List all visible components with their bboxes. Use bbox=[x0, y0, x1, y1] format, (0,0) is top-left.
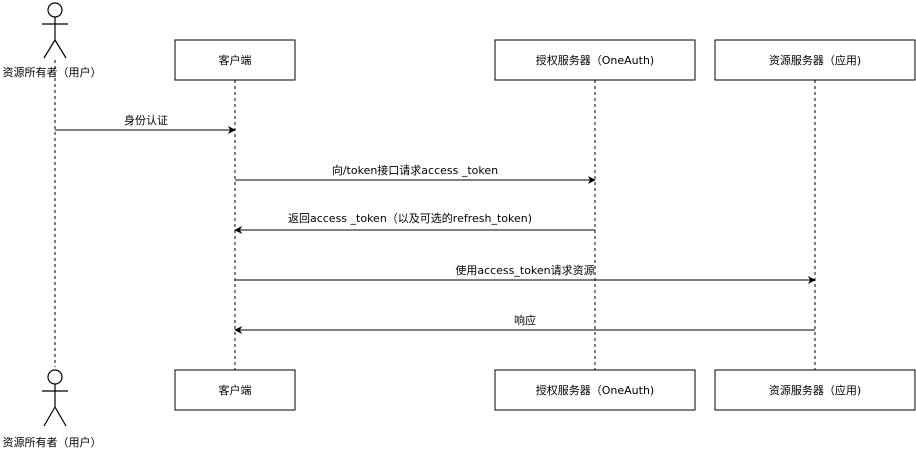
message-label-3: 返回access _token（以及可选的refresh_token) bbox=[288, 211, 532, 225]
message-label-4: 使用access_token请求资源 bbox=[455, 263, 594, 277]
owner-actor-icon bbox=[42, 2, 68, 59]
client-box-top bbox=[174, 39, 296, 81]
auth-server-label-top: 授权服务器（OneAuth) bbox=[536, 53, 654, 67]
client-box-bottom bbox=[174, 369, 296, 411]
owner-label-bottom: 资源所有者（用户） bbox=[3, 435, 102, 449]
owner-label-top: 资源所有者（用户） bbox=[3, 65, 102, 79]
client-label-bottom: 客户端 bbox=[219, 383, 252, 397]
auth-server-box-bottom bbox=[494, 369, 696, 411]
auth-server-box-top bbox=[494, 39, 696, 81]
resource-server-box-bottom bbox=[714, 369, 916, 411]
resource-server-label-top: 资源服务器（应用) bbox=[769, 53, 861, 67]
client-label-top: 客户端 bbox=[219, 53, 252, 67]
owner-actor-icon-bottom bbox=[42, 369, 68, 427]
message-label-1: 身份认证 bbox=[124, 113, 168, 127]
auth-server-label-bottom: 授权服务器（OneAuth) bbox=[536, 383, 654, 397]
resource-server-box-top bbox=[714, 39, 916, 81]
message-label-2: 向/token接口请求access _token bbox=[332, 163, 498, 177]
message-label-5: 响应 bbox=[514, 313, 536, 327]
resource-server-label-bottom: 资源服务器（应用) bbox=[769, 383, 861, 397]
